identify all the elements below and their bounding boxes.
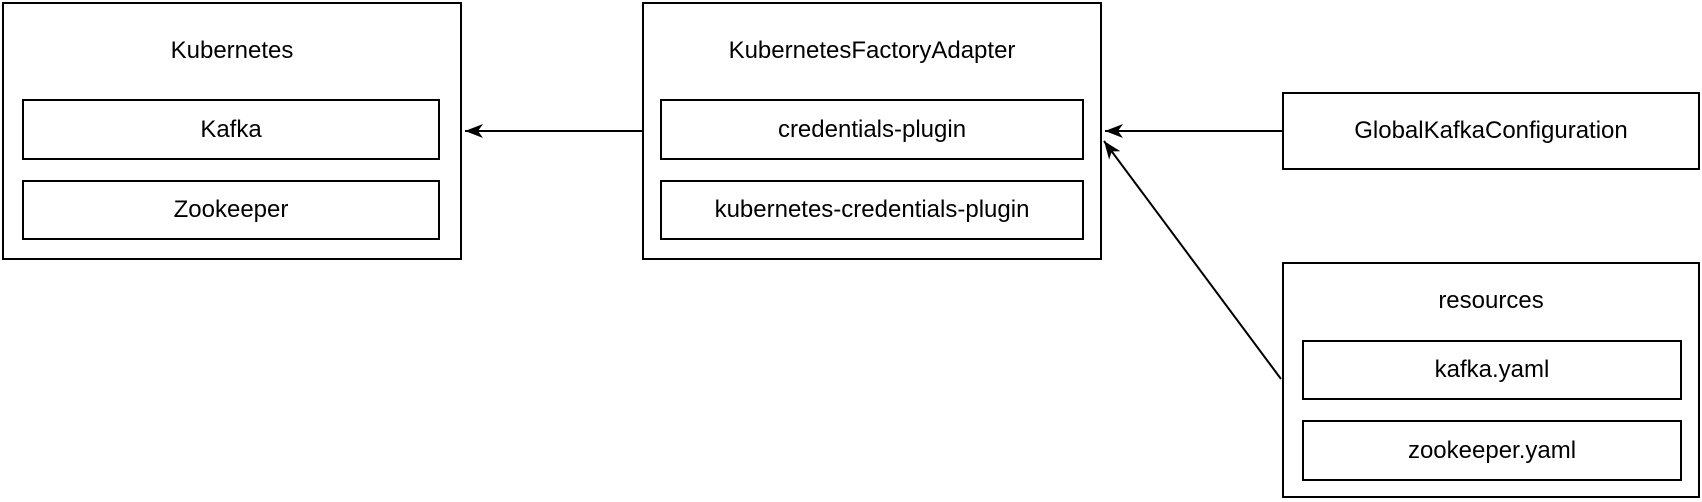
kubernetes-credentials-plugin-node: kubernetes-credentials-plugin xyxy=(660,180,1084,240)
kafka-node: Kafka xyxy=(22,99,440,160)
credentials-plugin-node: credentials-plugin xyxy=(660,99,1084,160)
zookeeper-node-label: Zookeeper xyxy=(173,196,289,223)
zookeeper-yaml-node: zookeeper.yaml xyxy=(1302,420,1682,481)
zookeeper-node: Zookeeper xyxy=(22,180,440,240)
arrow-resources-to-adapter xyxy=(1103,140,1282,380)
kubernetes-credentials-plugin-node-label: kubernetes-credentials-plugin xyxy=(714,196,1030,223)
kafka-yaml-node-label: kafka.yaml xyxy=(1434,356,1550,383)
kafka-node-label: Kafka xyxy=(200,115,262,143)
zookeeper-yaml-node-label: zookeeper.yaml xyxy=(1407,436,1577,464)
kubernetes-factory-adapter-group-box: KubernetesFactoryAdapter credentials-plu… xyxy=(642,2,1102,260)
global-kafka-configuration-node: GlobalKafkaConfiguration xyxy=(1282,92,1700,170)
resources-group-title: resources xyxy=(1438,287,1544,314)
kubernetes-factory-adapter-group-title: KubernetesFactoryAdapter xyxy=(728,37,1016,64)
global-kafka-configuration-node-label: GlobalKafkaConfiguration xyxy=(1354,117,1628,144)
kubernetes-group-box: Kubernetes Kafka Zookeeper xyxy=(2,2,462,260)
resources-group-box: resources kafka.yaml zookeeper.yaml xyxy=(1282,262,1700,498)
credentials-plugin-node-label: credentials-plugin xyxy=(777,115,967,143)
kubernetes-group-title: Kubernetes xyxy=(170,37,294,64)
kafka-yaml-node: kafka.yaml xyxy=(1302,340,1682,400)
